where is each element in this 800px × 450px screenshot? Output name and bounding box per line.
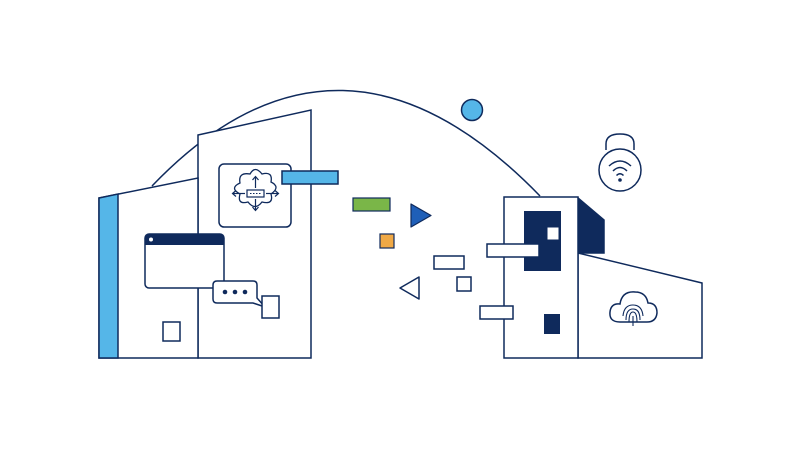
blue-data-block: [281, 170, 339, 185]
right-building: [503, 196, 703, 359]
right-building-small-window: [544, 314, 560, 334]
cloud-fingerprint-icon: [609, 291, 658, 326]
white-data-block-4: [479, 305, 514, 320]
orbit-satellite-dot: [460, 98, 484, 122]
wifi-padlock-icon: [598, 133, 642, 192]
browser-window-icon: [144, 233, 225, 289]
left-building-blue-side: [98, 193, 119, 359]
white-data-block-1: [433, 255, 465, 270]
small-square-left: [261, 295, 280, 319]
orange-data-block: [379, 233, 395, 249]
green-data-block: [352, 197, 391, 212]
left-building-window: [162, 321, 181, 342]
right-building-dark-window: [524, 211, 561, 271]
right-building-lit-window: [546, 226, 560, 241]
chat-bubble-icon: [212, 280, 268, 309]
white-data-block-3: [486, 243, 540, 258]
play-right-icon: [410, 203, 432, 228]
right-building-dark-side: [577, 196, 605, 254]
play-left-icon: [399, 276, 420, 300]
white-data-block-2: [456, 276, 472, 292]
network-hub-icon: [218, 163, 292, 228]
